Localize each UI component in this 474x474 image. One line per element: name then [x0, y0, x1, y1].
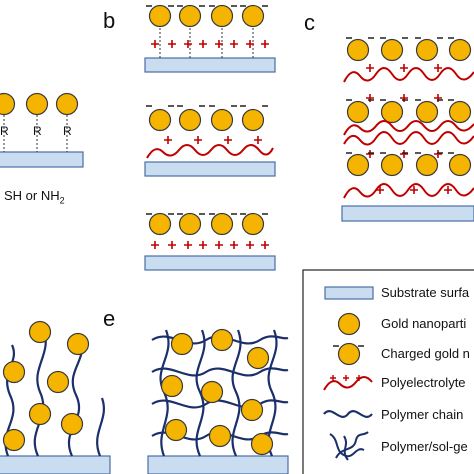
polyelectrolyte-icon: [323, 375, 373, 391]
panel-a: [0, 92, 84, 168]
legend-label-polymer-network: Polymer/sol-ge: [381, 439, 468, 454]
gold-nanoparticle: [148, 108, 172, 132]
gold-nanoparticle: [241, 212, 265, 236]
functional-group-subscript: 2: [59, 195, 65, 206]
gold-nanoparticle: [210, 212, 234, 236]
panel-d: [0, 320, 111, 474]
gold-nanoparticle: [241, 4, 265, 28]
panel-label-c: c: [304, 10, 315, 35]
legend-label-charged-gold-nanoparticle: Charged gold n: [381, 346, 470, 361]
legend-label-substrate: Substrate surfa: [381, 285, 470, 300]
substrate-icon: [324, 286, 374, 300]
panel-label-b: b: [103, 8, 116, 33]
minus-charges-c: [346, 37, 454, 154]
tethers-b1: [159, 28, 254, 58]
legend-label-polymer-chain: Polymer chain: [381, 407, 464, 422]
charged-gold-nanoparticle-icon: [333, 342, 364, 366]
gold-nanoparticle: [210, 4, 234, 28]
legend: [302, 269, 474, 474]
substrate-e: [147, 455, 289, 474]
r-label: R: [63, 124, 72, 138]
plus-charges-b3: [151, 241, 269, 249]
substrate-a: [0, 151, 84, 168]
substrate-b3: [144, 255, 276, 271]
gold-nanoparticle-icon: [337, 312, 361, 336]
gold-nanoparticle: [55, 92, 79, 116]
substrate-b1: [144, 57, 276, 73]
panel-b: [144, 4, 276, 271]
gold-nanoparticle: [241, 108, 265, 132]
panel-e: [147, 328, 289, 474]
polymer-network-icon: [329, 431, 369, 461]
r-label: R: [33, 124, 42, 138]
legend-label-gold-nanoparticle: Gold nanoparti: [381, 316, 467, 331]
gold-nanoparticle: [210, 108, 234, 132]
substrate-c: [341, 205, 474, 222]
gold-nanoparticle: [0, 92, 16, 116]
plus-charges-b2: [164, 136, 262, 144]
gold-nanoparticle: [25, 92, 49, 116]
panel-label-e: e: [103, 306, 116, 331]
gold-nanoparticle: [148, 212, 172, 236]
panel-c: [341, 37, 474, 222]
gold-nanoparticle: [178, 212, 202, 236]
functional-group-caption: SH or NH2: [4, 188, 65, 206]
bilayer-c3: [343, 150, 474, 199]
r-label: R: [0, 124, 9, 138]
gold-nanoparticle: [178, 4, 202, 28]
gold-nanoparticle: [178, 108, 202, 132]
polyelectrolyte-b2: [146, 144, 274, 159]
bilayer-c1: [343, 38, 474, 83]
substrate-b2: [144, 161, 276, 177]
gold-nanoparticle: [148, 4, 172, 28]
polymer-chain-icon: [323, 410, 373, 418]
legend-label-polyelectrolyte: Polyelectrolyte: [381, 375, 466, 390]
substrate-d: [0, 455, 111, 474]
bilayer-c2: [343, 94, 474, 146]
functional-group-text: SH or NH: [4, 188, 60, 203]
plus-charges-b1: [151, 40, 269, 48]
legend-frame: [302, 269, 474, 474]
